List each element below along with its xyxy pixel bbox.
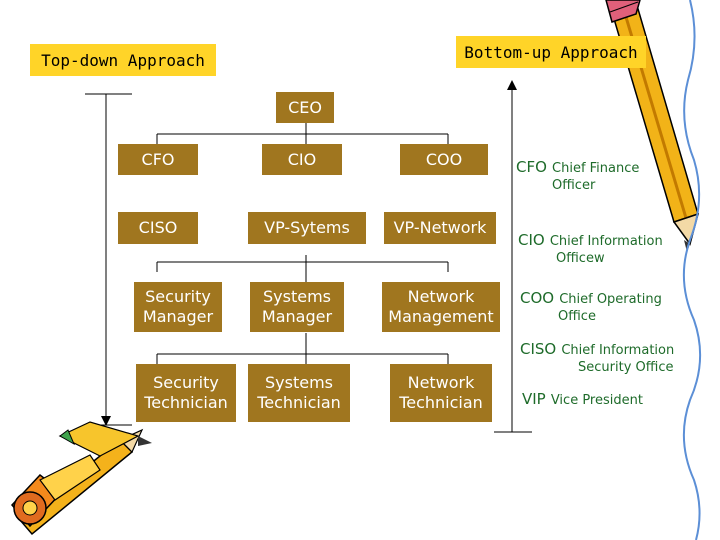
legend-item-cfo: CFO Chief Finance	[516, 157, 639, 176]
legend-definition-cont: Office	[558, 309, 596, 324]
legend-abbr: CIO	[518, 231, 545, 249]
coo-box: COO	[400, 144, 488, 175]
legend-definition: Chief Information	[561, 343, 675, 358]
legend-item-coo: COO Chief Operating	[520, 288, 662, 307]
security-technician-box: Security Technician	[136, 364, 236, 422]
ceo-box: CEO	[276, 92, 334, 123]
legend-item-vip: VIP Vice President	[522, 389, 643, 408]
security-manager-box: Security Manager	[134, 282, 222, 332]
top-down-approach-label: Top-down Approach	[30, 44, 216, 76]
crayons-icon	[10, 421, 152, 536]
legend-definition-cont: Officew	[556, 251, 605, 266]
legend-item-cio: CIO Chief Information	[518, 230, 663, 249]
legend-abbr: CISO	[520, 340, 557, 358]
legend-abbr: COO	[520, 289, 555, 307]
cio-box: CIO	[262, 144, 342, 175]
network-management-box: Network Management	[382, 282, 500, 332]
network-technician-box: Network Technician	[390, 364, 492, 422]
legend-definition-cont: Officer	[552, 178, 596, 193]
bottom-up-approach-label: Bottom-up Approach	[456, 36, 646, 68]
ciso-box: CISO	[118, 212, 198, 244]
vp-network-box: VP-Network	[384, 212, 496, 244]
legend-definition: Chief Information	[549, 234, 663, 249]
legend-abbr: VIP	[522, 390, 546, 408]
legend-definition: Chief Operating	[559, 292, 662, 307]
legend-definition: Vice President	[550, 393, 643, 408]
legend-definition: Chief Finance	[552, 161, 640, 176]
systems-technician-box: Systems Technician	[248, 364, 350, 422]
legend-definition-cont: Security Office	[578, 360, 674, 375]
wavy-margin-line	[682, 0, 702, 540]
legend-item-ciso: CISO Chief Information	[520, 339, 674, 358]
legend-abbr: CFO	[516, 158, 547, 176]
cfo-box: CFO	[118, 144, 198, 175]
systems-manager-box: Systems Manager	[250, 282, 344, 332]
vp-systems-box: VP-Sytems	[248, 212, 366, 244]
